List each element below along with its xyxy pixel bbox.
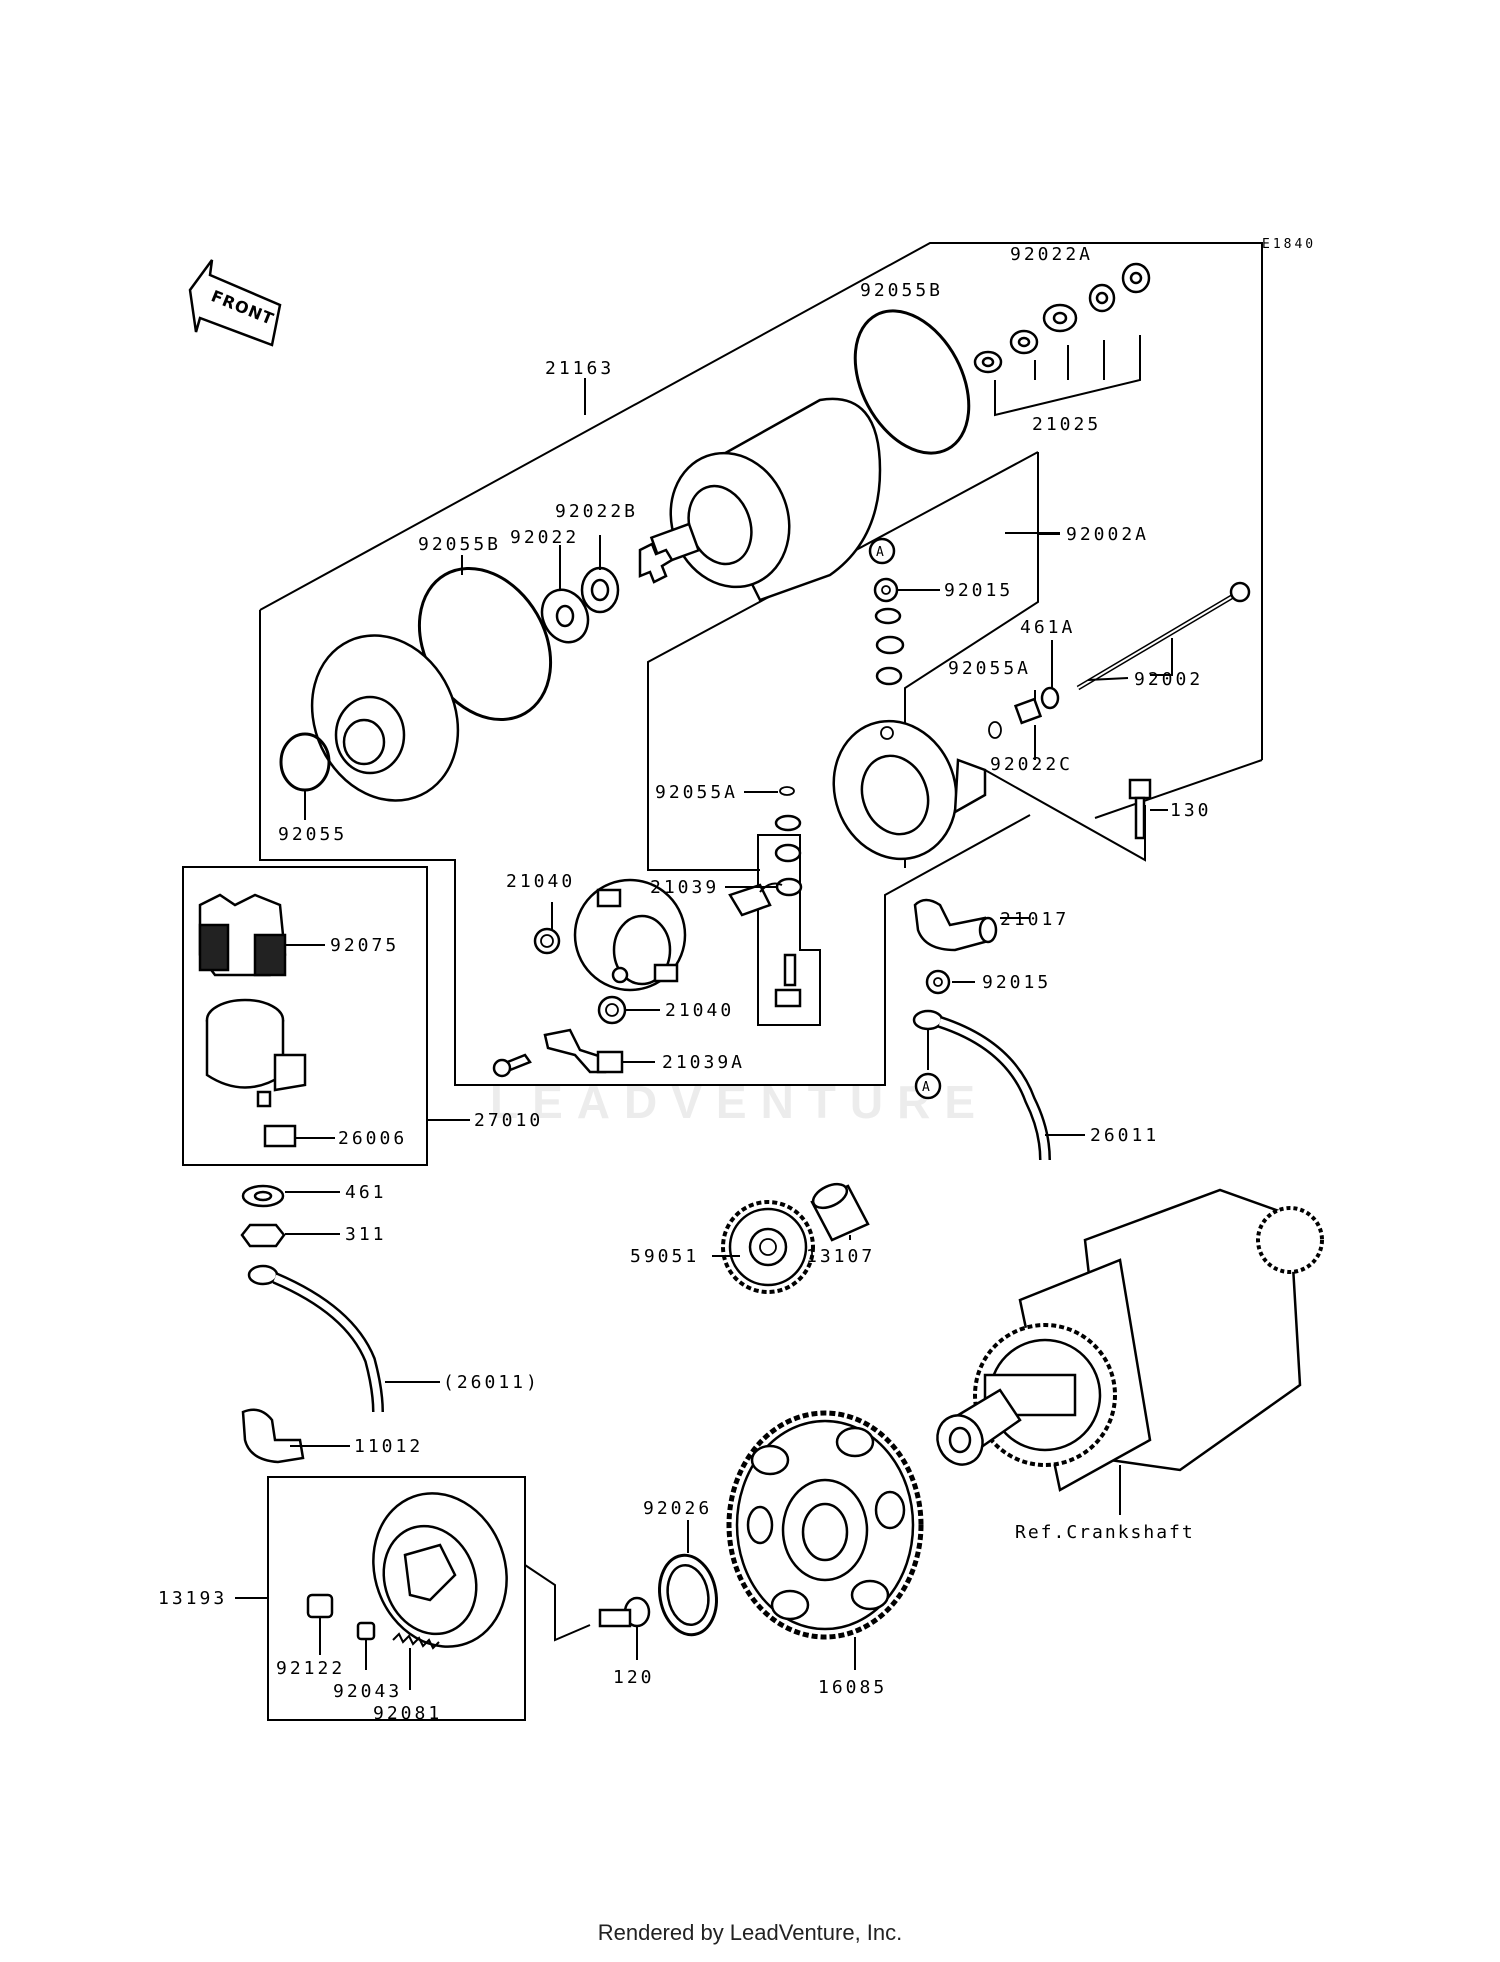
starter-relay-icon <box>198 893 307 1148</box>
watermark-text: LEADVENTURE <box>490 1076 989 1128</box>
label-92026: 92026 <box>643 1498 712 1519</box>
label-59051: 59051 <box>630 1246 699 1267</box>
label-461A: 461A <box>1020 617 1075 638</box>
label-21039A: 21039A <box>662 1052 745 1073</box>
starter-gear-16085 <box>726 1410 924 1640</box>
label-92043: 92043 <box>333 1681 402 1702</box>
label-461: 461 <box>345 1182 387 1203</box>
brush-21039 <box>728 877 803 1008</box>
label-27010: 27010 <box>474 1110 543 1131</box>
label-21025: 21025 <box>1032 414 1101 435</box>
label-92055A-right: 92055A <box>948 658 1031 679</box>
crankshaft-icon <box>936 1188 1324 1492</box>
label-21163: 21163 <box>545 358 614 379</box>
spring-92081 <box>392 1632 440 1650</box>
washer-461 <box>241 1184 285 1208</box>
footer-credit: Rendered by LeadVenture, Inc. <box>597 1920 903 1945</box>
label-92055B-top: 92055B <box>860 280 943 301</box>
washer-92022B <box>580 566 620 614</box>
label-92022A: 92022A <box>1010 244 1093 265</box>
label-92015-top: 92015 <box>944 580 1013 601</box>
leader-lines <box>235 533 1168 1690</box>
label-92022C: 92022C <box>990 754 1073 775</box>
label-11012: 11012 <box>354 1436 423 1457</box>
front-arrow-icon: FRONT <box>188 259 282 347</box>
label-92015-mid: 92015 <box>982 972 1051 993</box>
label-92002: 92002 <box>1134 669 1203 690</box>
terminal-cap-21017 <box>913 898 998 952</box>
label-21017: 21017 <box>1000 909 1069 930</box>
label-21039: 21039 <box>650 877 719 898</box>
assembly-frame <box>182 242 1263 1721</box>
brush-plate <box>573 878 687 992</box>
washers-92055A-left <box>774 786 802 863</box>
label-92075: 92075 <box>330 935 399 956</box>
callout-labels: 92022A 92055B 21163 21025 92002A 92022B … <box>158 244 1212 1724</box>
small-washers-right <box>988 686 1060 739</box>
front-cover <box>310 634 460 802</box>
label-130: 130 <box>1170 800 1212 821</box>
label-13193: 13193 <box>158 1588 227 1609</box>
label-26006: 26006 <box>338 1128 407 1149</box>
brush-21039A <box>492 1028 624 1078</box>
marker-a-bottom: A <box>914 1072 942 1100</box>
roller-92122 <box>306 1593 334 1619</box>
o-ring-92055 <box>279 732 331 792</box>
label-16085: 16085 <box>818 1677 887 1698</box>
label-26011: 26011 <box>1090 1125 1159 1146</box>
bolt-130 <box>1128 778 1152 840</box>
label-21040-top: 21040 <box>506 871 575 892</box>
label-92055A-left: 92055A <box>655 782 738 803</box>
label-92022: 92022 <box>510 527 579 548</box>
through-bolt-92002 <box>1076 581 1251 691</box>
marker-a-top-label: A <box>876 545 887 560</box>
nut-92015-mid <box>925 969 951 995</box>
diagram-code: E1840 <box>1262 237 1316 252</box>
label-92055: 92055 <box>278 824 347 845</box>
starter-motor-icon <box>638 397 882 602</box>
label-120: 120 <box>613 1667 655 1688</box>
washer-set-92022A <box>973 262 1151 374</box>
cable-26011-ref <box>247 1264 384 1413</box>
nut-311 <box>240 1223 286 1248</box>
cap-11012 <box>241 1408 305 1464</box>
spring-21040-top <box>533 927 561 955</box>
label-ref-crankshaft: Ref.Crankshaft <box>1015 1522 1195 1543</box>
gear-icon <box>721 1200 815 1294</box>
label-21040-bottom: 21040 <box>665 1000 734 1021</box>
label-13107: 13107 <box>806 1246 875 1267</box>
bolt-120 <box>598 1596 651 1628</box>
label-92022B: 92022B <box>555 501 638 522</box>
label-311: 311 <box>345 1224 387 1245</box>
plate-92022 <box>540 588 590 644</box>
o-ring-92055B-top <box>853 309 971 455</box>
label-26011-ref: (26011) <box>443 1372 540 1393</box>
marker-a-top: A <box>868 537 896 565</box>
marker-a-bottom-label: A <box>922 1080 933 1095</box>
spring-21040-bottom <box>597 995 627 1025</box>
rear-cover <box>832 719 987 861</box>
label-92055B-left: 92055B <box>418 534 501 555</box>
washer-92026-inner <box>666 1564 710 1626</box>
label-92122: 92122 <box>276 1658 345 1679</box>
battery-cable-26011 <box>912 1009 1051 1161</box>
label-92002A: 92002A <box>1066 524 1149 545</box>
sleeve-13107 <box>810 1182 870 1242</box>
starter-clutch-icon <box>372 1492 508 1648</box>
plunger-92043 <box>356 1621 376 1641</box>
terminal-nut-stack <box>873 577 905 686</box>
label-92081: 92081 <box>373 1703 442 1724</box>
